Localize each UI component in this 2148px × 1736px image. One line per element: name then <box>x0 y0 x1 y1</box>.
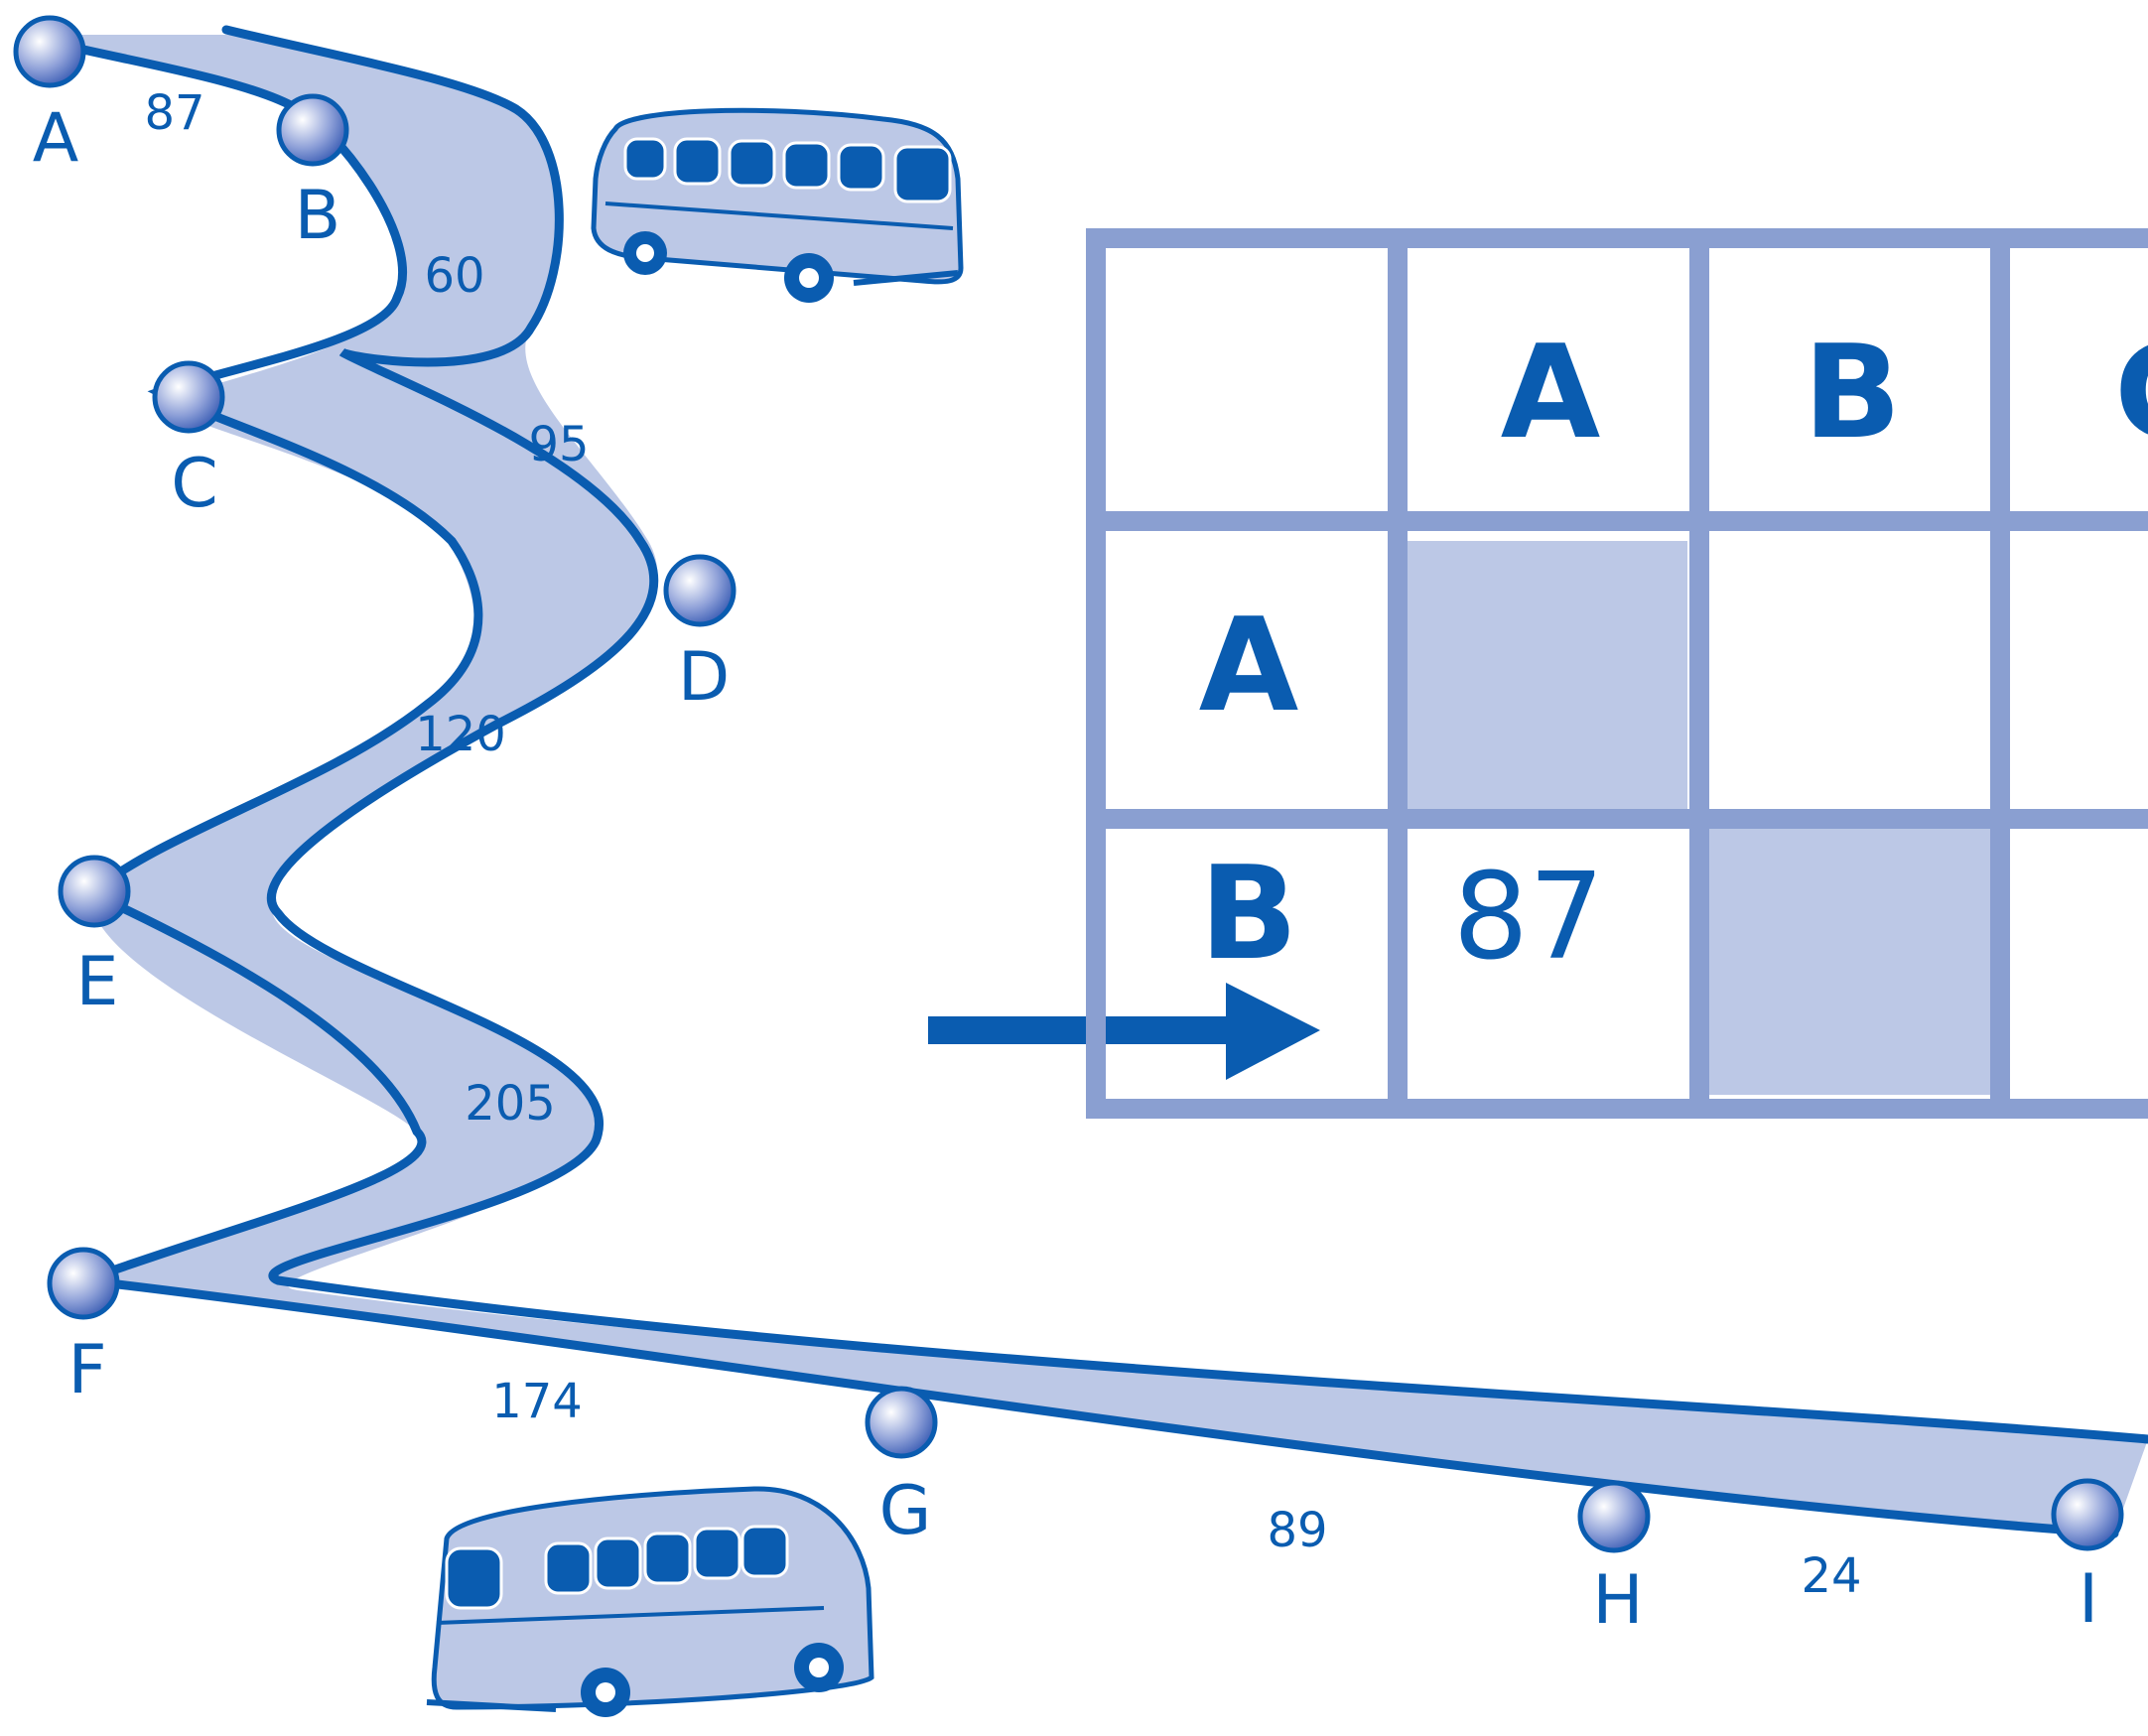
table-cell-b-a: 87 <box>1453 849 1605 987</box>
distance-labels: 87 60 95 120 205 174 89 24 <box>144 85 1861 1604</box>
node-g: G <box>865 1386 938 1550</box>
node-label-d: D <box>678 638 730 717</box>
node-c: C <box>152 360 225 523</box>
node-label-e: E <box>76 943 119 1021</box>
node-label-h: H <box>1592 1561 1643 1640</box>
table-col-header-a: A <box>1501 317 1601 467</box>
distance-bc: 60 <box>424 248 484 304</box>
distance-hi: 24 <box>1801 1548 1861 1604</box>
table-cell-b-b <box>1709 829 1990 1095</box>
node-i: I <box>2051 1478 2124 1639</box>
table-col-header-c: C <box>2114 317 2148 467</box>
node-label-f: F <box>67 1331 106 1409</box>
distance-gh: 89 <box>1267 1503 1327 1558</box>
node-h: H <box>1577 1480 1651 1640</box>
node-label-c: C <box>171 445 217 523</box>
node-label-b: B <box>295 177 341 255</box>
bus-icon <box>591 107 964 303</box>
table-row-header-a: A <box>1199 590 1299 740</box>
node-label-g: G <box>879 1472 932 1550</box>
table-row-header-b: B <box>1199 838 1297 989</box>
node-d: D <box>663 554 737 717</box>
bus-icon <box>426 1486 874 1717</box>
node-label-a: A <box>33 99 79 178</box>
right-arrow-icon <box>928 983 1320 1080</box>
distance-de: 120 <box>415 707 506 762</box>
distance-cd: 95 <box>528 417 589 472</box>
node-f: F <box>47 1247 120 1409</box>
node-e: E <box>58 855 131 1021</box>
distance-fg: 174 <box>491 1374 583 1429</box>
distance-table: A B C A B 87 <box>1086 228 2148 1119</box>
table-col-header-b: B <box>1803 317 1901 467</box>
distance-ef: 205 <box>465 1076 556 1132</box>
road <box>45 25 2148 1538</box>
table-cell-a-a <box>1408 541 1687 809</box>
node-a: A <box>13 15 86 178</box>
node-label-i: I <box>2079 1560 2098 1639</box>
distance-ab: 87 <box>144 85 204 141</box>
node-b: B <box>276 93 349 255</box>
